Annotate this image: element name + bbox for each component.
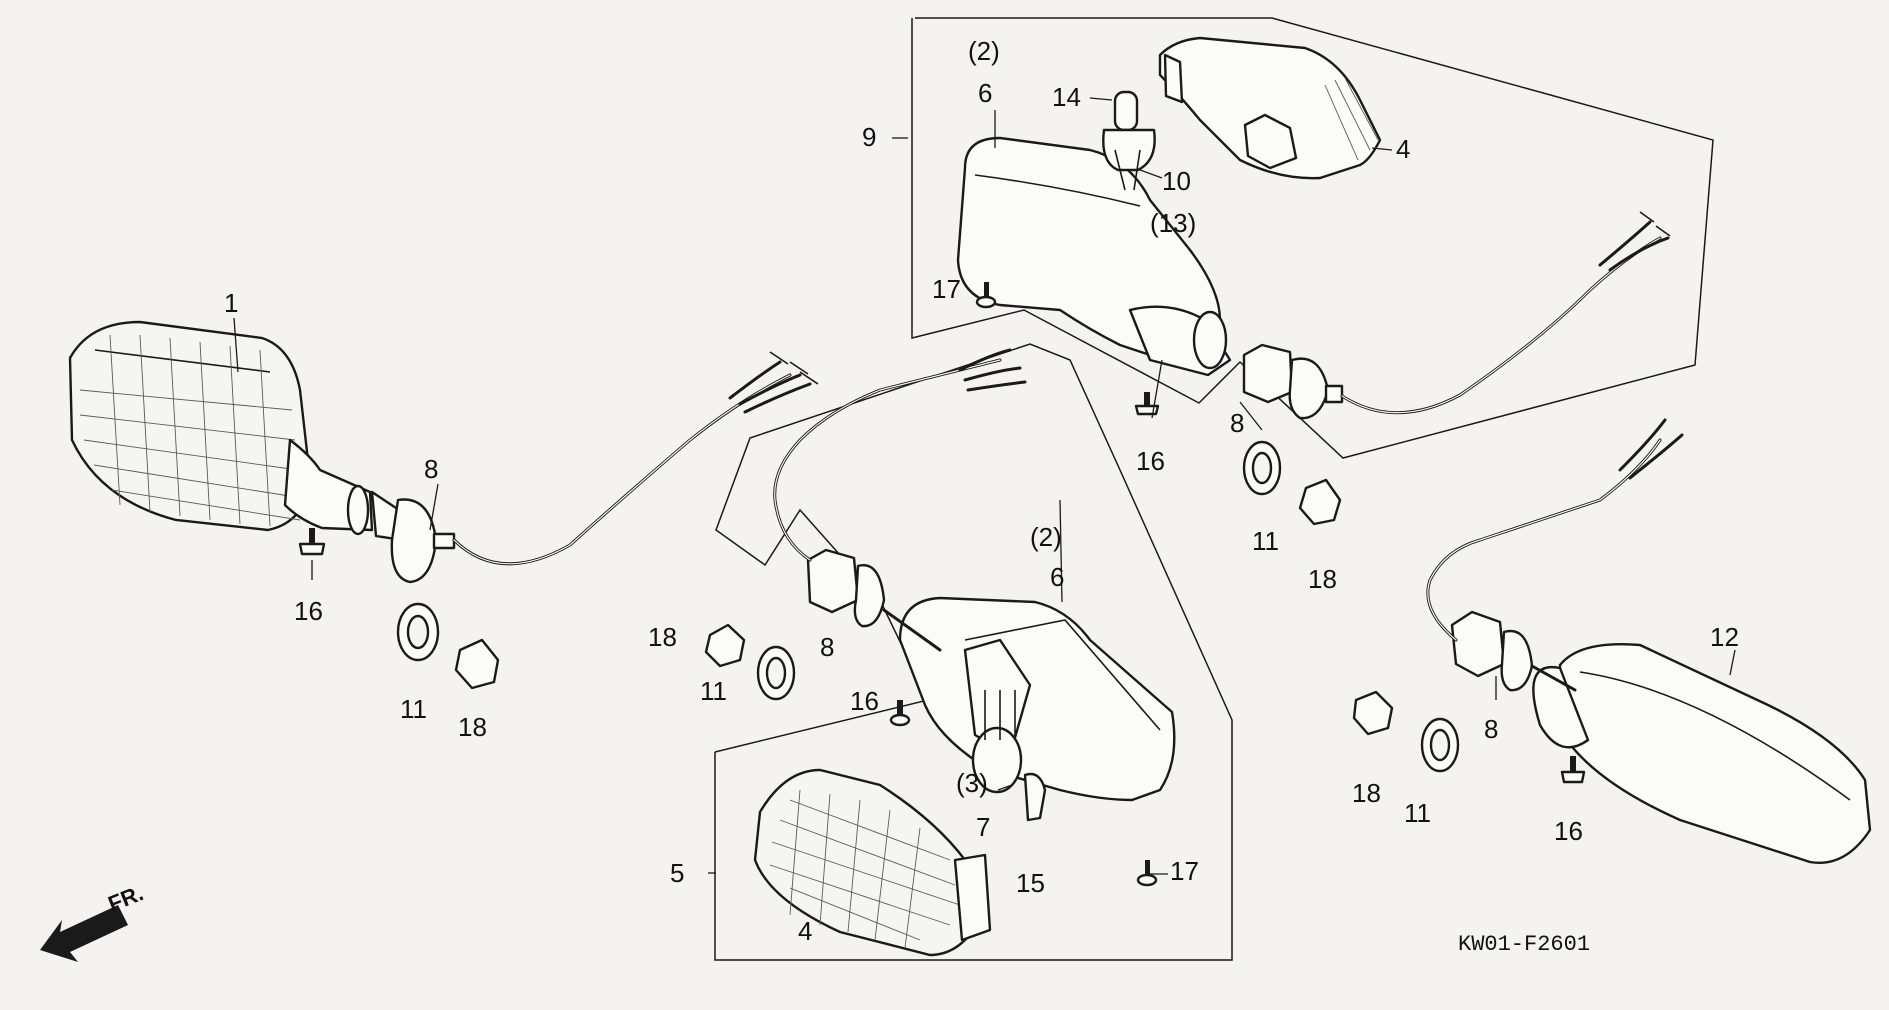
callout-label: 11 (1404, 798, 1431, 828)
callout-label: 14 (1052, 82, 1081, 112)
callout-label: 1 (224, 288, 238, 318)
callout-label: 18 (458, 712, 487, 742)
right-front-turn-signal (704, 348, 1176, 957)
callout-label: 8 (424, 454, 438, 484)
callout-label: 16 (1136, 446, 1165, 476)
callout-label: 10 (1162, 166, 1191, 196)
callout-label: 17 (1170, 856, 1199, 886)
callout-label: (2) (1030, 522, 1062, 552)
callout-label: 18 (1352, 778, 1381, 808)
callout-label: 11 (400, 694, 427, 724)
leader-lines (233, 97, 1736, 875)
callout-label: 18 (1308, 564, 1337, 594)
rear-turn-signal-upper (956, 36, 1671, 526)
rear-turn-signal-lower (298, 418, 1872, 864)
callout-label: 6 (978, 78, 992, 108)
callout-label: 8 (1230, 408, 1244, 438)
callout-label: (13) (1150, 208, 1196, 238)
callout-label: 9 (862, 122, 876, 152)
callout-label: 7 (976, 812, 990, 842)
callout-label: (2) (968, 36, 1000, 66)
diagram-code: KW01-F2601 (1458, 932, 1590, 957)
callout-label: 18 (648, 622, 677, 652)
callout-label: 8 (1484, 714, 1498, 744)
arrow-icon (40, 905, 128, 962)
callout-label: 8 (820, 632, 834, 662)
callout-label: 16 (294, 596, 323, 626)
callout-label: 4 (1396, 134, 1410, 164)
callout-label: 15 (1016, 868, 1045, 898)
callout-label: 16 (850, 686, 879, 716)
callout-label: 4 (798, 916, 812, 946)
front-direction-arrow: FR. (40, 880, 147, 962)
callout-label: 5 (670, 858, 684, 888)
callout-label: 12 (1710, 622, 1739, 652)
callout-labels: 1 (2) 6 9 14 10 (13) 4 17 16 8 11 18 8 1… (224, 36, 1739, 946)
direction-label: FR. (105, 880, 147, 916)
callout-label: 16 (1554, 816, 1583, 846)
callout-label: 11 (700, 676, 727, 706)
callout-label: (3) (956, 768, 988, 798)
callout-label: 6 (1050, 562, 1064, 592)
left-front-turn-signal (68, 320, 819, 584)
callout-label: 17 (932, 274, 961, 304)
callout-label: 11 (1252, 526, 1279, 556)
